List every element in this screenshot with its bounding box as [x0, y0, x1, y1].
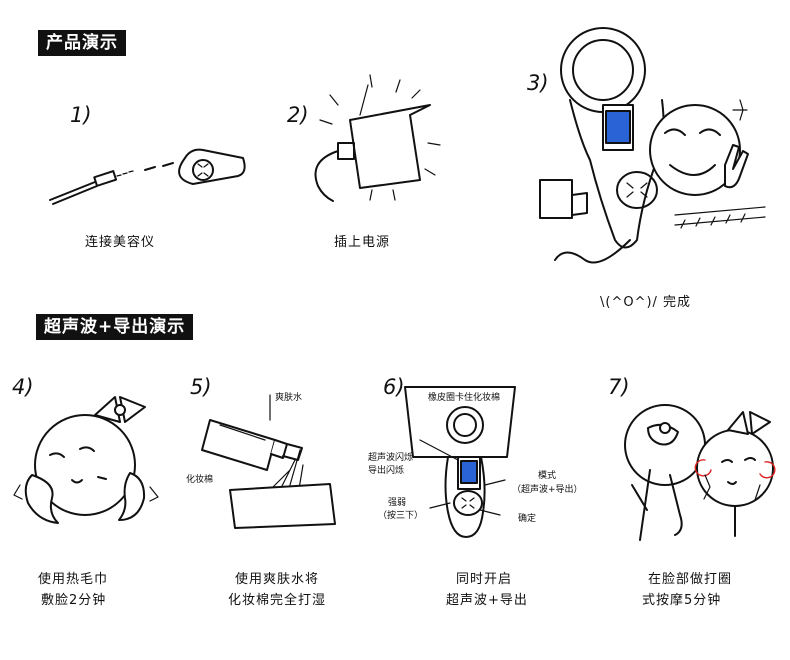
step-2-number: 2)	[287, 103, 309, 127]
step-7-face-massage-illustration	[624, 404, 776, 541]
step-4-caption-line2: 敷脸2分钟	[41, 593, 107, 608]
step-6-caption-line2: 超声波+导出	[446, 593, 528, 608]
step-1-cable-illustration	[49, 148, 246, 205]
confirm-label: 确定	[518, 514, 537, 524]
step-7-caption-line2: 式按摩5分钟	[642, 593, 722, 608]
export-flash-label: 导出闪烁	[368, 466, 405, 476]
step-4-caption-line1: 使用热毛巾	[38, 572, 109, 587]
step-3-caption: \(^O^)/ 完成	[600, 295, 692, 310]
step-6-number: 6)	[383, 375, 405, 399]
step-5-number: 5)	[190, 375, 212, 399]
strength-label: 强弱	[388, 498, 407, 508]
step-1-number: 1)	[70, 103, 92, 127]
step-5-caption-line1: 使用爽肤水将	[235, 572, 320, 587]
step-3-device-complete-illustration	[539, 27, 766, 264]
step-5-caption-line2: 化妆棉完全打湿	[228, 593, 327, 608]
section-title-ultrasonic-demo: 超声波+导出演示	[36, 314, 194, 340]
step-5-toner-cotton-illustration	[201, 394, 336, 529]
step-1-caption: 连接美容仪	[85, 235, 156, 250]
strength-detail-label: （按三下）	[378, 511, 424, 521]
step-3-number: 3)	[527, 71, 549, 95]
cotton-pad-label: 化妆棉	[186, 475, 214, 485]
step-7-caption-line1: 在脸部做打圈	[648, 572, 733, 587]
toner-label: 爽肤水	[275, 393, 303, 403]
step-6-device-buttons-illustration	[404, 386, 516, 538]
step-2-caption: 插上电源	[334, 235, 391, 250]
step-4-number: 4)	[12, 375, 34, 399]
ultrasonic-flash-label: 超声波闪烁	[368, 453, 414, 463]
rubber-band-label: 橡皮圈卡住化妆棉	[428, 393, 501, 403]
section-title-product-demo: 产品演示	[38, 30, 126, 56]
mode-detail-label: （超声波+导出）	[512, 485, 583, 495]
mode-label: 模式	[538, 471, 557, 481]
step-2-power-plug-illustration	[314, 74, 441, 202]
step-6-caption-line1: 同时开启	[456, 572, 513, 587]
step-7-number: 7)	[608, 375, 630, 399]
step-4-warm-towel-face-illustration	[13, 396, 159, 524]
